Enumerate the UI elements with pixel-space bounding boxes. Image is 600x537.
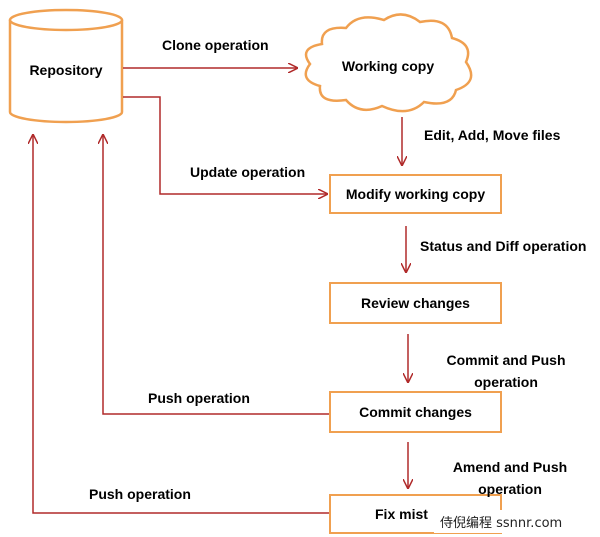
- push-operation-label-2: Push operation: [89, 486, 191, 502]
- repository-cylinder: [8, 8, 124, 124]
- modify-working-copy-label: Modify working copy: [345, 186, 486, 202]
- review-changes-box: Review changes: [329, 282, 502, 324]
- update-operation-label: Update operation: [190, 164, 306, 180]
- modify-working-copy-box: Modify working copy: [329, 174, 502, 214]
- amend-push-line-2: operation: [478, 481, 542, 497]
- arrow-push-2: [33, 135, 329, 514]
- review-changes-label: Review changes: [361, 295, 470, 311]
- edit-add-move-label: Edit, Add, Move files: [424, 127, 561, 143]
- commit-push-label: Commit and Push operation: [440, 349, 572, 393]
- amend-push-line-1: Amend and Push: [452, 459, 568, 475]
- working-copy-cloud: [304, 13, 473, 113]
- fix-mistakes-label: Fix mist: [375, 506, 428, 522]
- working-copy-label: Working copy: [341, 58, 435, 74]
- arrow-update: [123, 96, 327, 194]
- repository-label: Repository: [29, 62, 103, 78]
- commit-changes-box: Commit changes: [329, 391, 502, 433]
- commit-changes-label: Commit changes: [359, 404, 472, 420]
- clone-operation-label: Clone operation: [162, 37, 269, 53]
- commit-push-line-1: Commit and Push: [446, 352, 566, 368]
- arrow-push-1: [103, 135, 329, 415]
- commit-push-line-2: operation: [474, 374, 538, 390]
- watermark: 侍倪编程 ssnnr.com: [434, 510, 569, 533]
- amend-push-label: Amend and Push operation: [446, 456, 574, 500]
- push-operation-label-1: Push operation: [148, 390, 250, 406]
- status-diff-label: Status and Diff operation: [420, 238, 587, 254]
